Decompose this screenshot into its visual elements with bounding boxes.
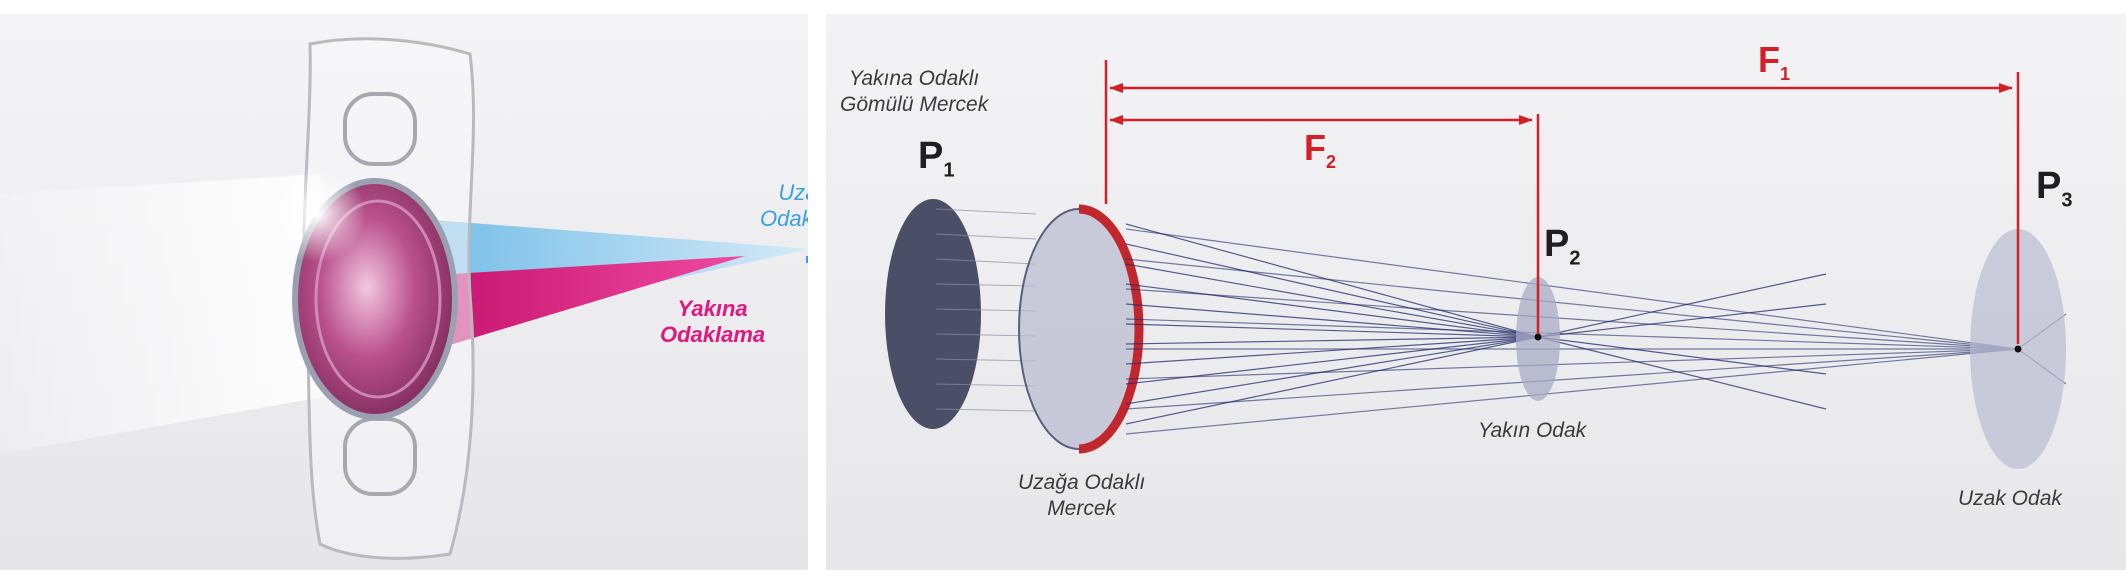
plane-p3-label: P3 <box>2036 165 2073 212</box>
lens-illustration-panel: Uzağa Odaklama Yakına Odaklama <box>0 14 808 570</box>
optical-diagram-panel: Yakına Odaklı Gömülü Mercek Uzağa Odaklı… <box>826 14 2126 570</box>
focal-length-f2-label: F2 <box>1304 127 1337 173</box>
focal-length-f1-label: F1 <box>1758 39 1791 85</box>
lens-illustration <box>0 37 808 560</box>
far-focus-rays <box>1125 228 2067 435</box>
near-focus-point-label: Yakın Odak <box>1478 419 1587 442</box>
incoming-light-beam <box>0 174 340 454</box>
dimension-lines <box>1104 60 2020 344</box>
near-focus-rays <box>1125 223 1827 425</box>
embedded-lens-label: Yakına Odaklı Gömülü Mercek <box>840 67 989 116</box>
far-focus-label: Uzağa Odaklama <box>760 180 808 231</box>
plane-p1-label: P1 <box>918 135 955 182</box>
far-focus-lens-label: Uzağa Odaklı Mercek <box>1018 471 1146 520</box>
far-focus-point <box>2014 345 2022 353</box>
light-flare <box>270 166 366 262</box>
haptic-cutout-top <box>343 92 417 166</box>
optical-diagram <box>885 60 2067 469</box>
plane-p2-label: P2 <box>1544 223 1581 270</box>
near-focus-beam <box>420 256 745 354</box>
far-focus-point <box>806 256 808 263</box>
near-focus-point <box>1534 333 1542 341</box>
plane-p1-disc <box>885 199 981 429</box>
far-focus-lens-rim <box>1078 204 1144 454</box>
far-focus-point-label: Uzak Odak <box>1958 487 2062 510</box>
near-focus-label: Yakına Odaklama <box>660 296 766 347</box>
